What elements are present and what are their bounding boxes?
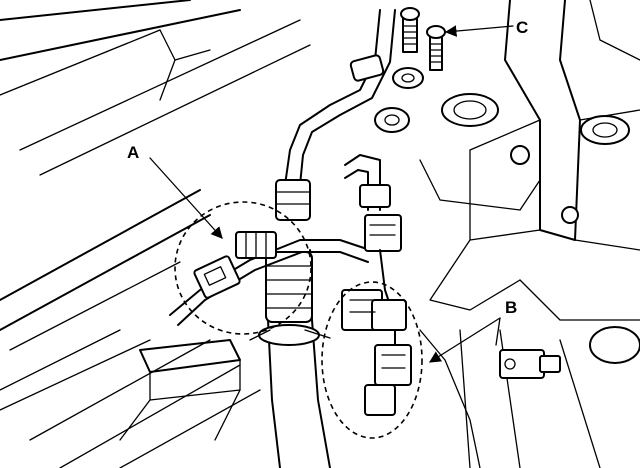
callout-c-label: C — [516, 18, 528, 37]
bolt — [426, 25, 446, 71]
bolt — [400, 7, 420, 53]
fuel-pipe — [275, 9, 396, 221]
hoses — [249, 249, 331, 468]
callout-b-label: B — [505, 298, 517, 317]
lower-bracket — [119, 339, 241, 441]
leader-a — [149, 157, 223, 239]
connector-a — [169, 201, 371, 335]
callout-a-label: A — [127, 143, 139, 162]
leader-b2 — [495, 317, 501, 346]
radiator-frame — [0, 0, 311, 468]
sensor — [499, 349, 561, 379]
washer — [392, 67, 424, 89]
leader-b1 — [429, 317, 501, 363]
connector-b — [321, 154, 481, 468]
engine-bracket — [419, 0, 640, 468]
bolts — [374, 7, 446, 133]
washer — [374, 107, 410, 133]
leader-c — [444, 25, 514, 37]
